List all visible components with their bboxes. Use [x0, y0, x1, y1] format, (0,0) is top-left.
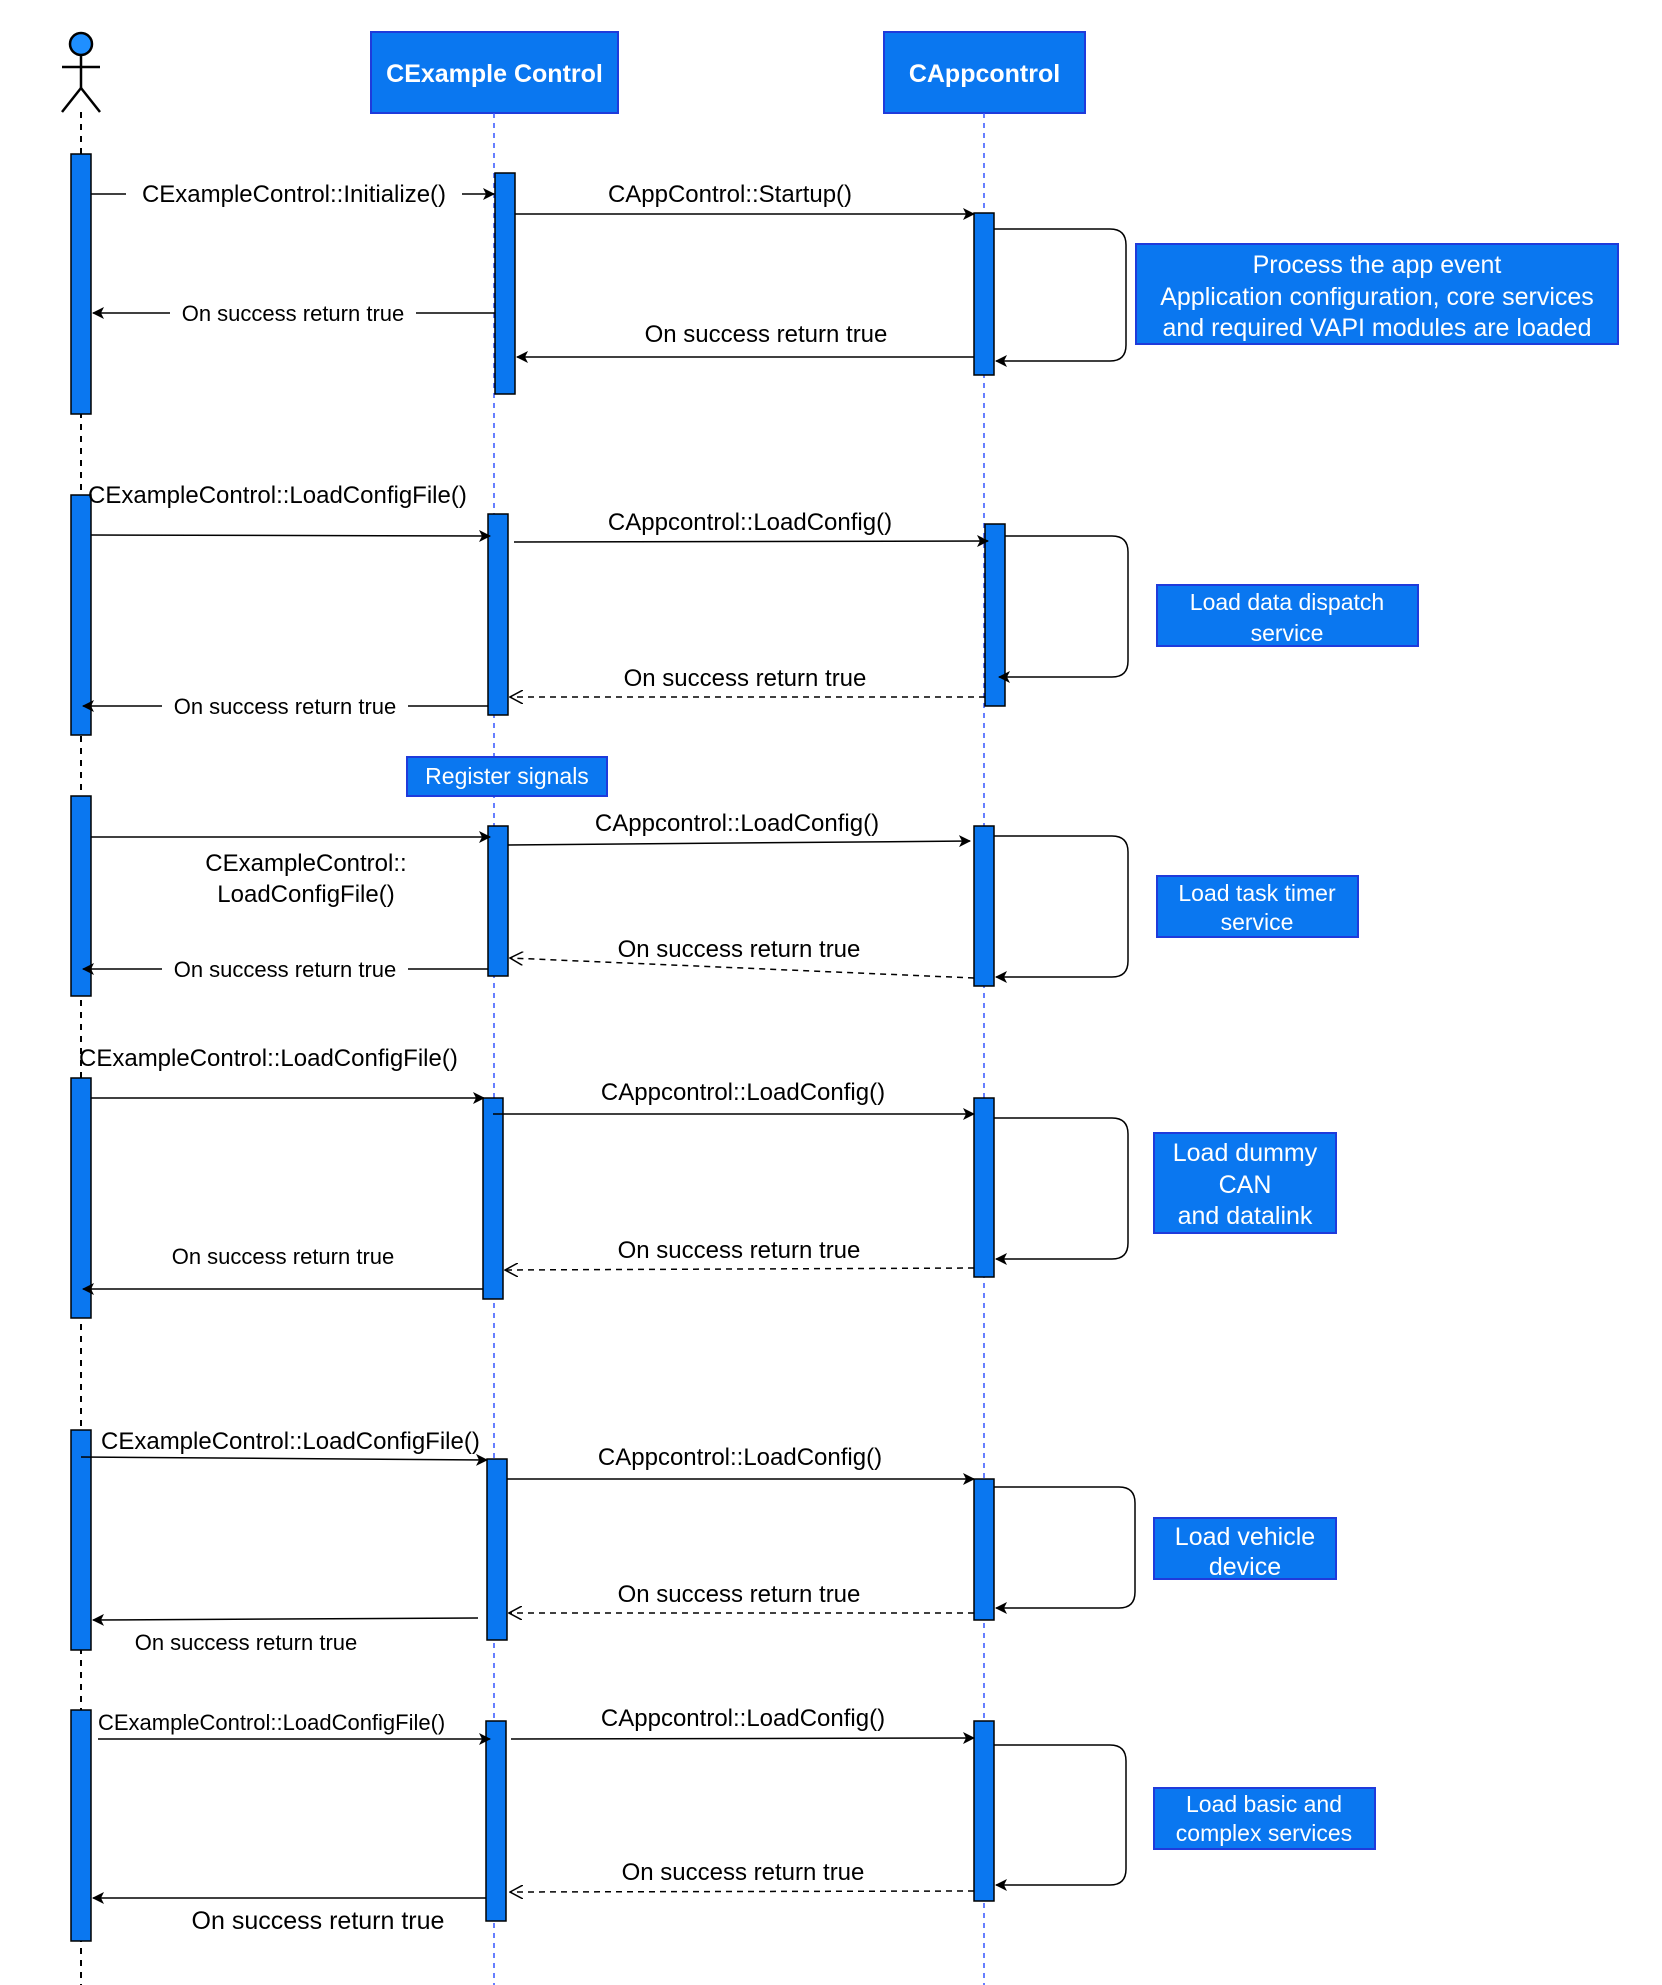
example-activation-3 — [487, 825, 509, 977]
sub-return-label-1: On success return true — [645, 321, 888, 348]
sub-return-label-2: On success return true — [624, 665, 867, 692]
call-label-3-line-2: LoadConfigFile() — [217, 881, 394, 908]
note-2: Load data dispatch service — [1156, 584, 1419, 647]
sub-return-label-5: On success return true — [618, 1581, 861, 1608]
self-loop-2 — [998, 535, 1129, 683]
participant-cexample-control[interactable]: CExample Control — [370, 31, 619, 114]
participant-cappcontrol[interactable]: CAppcontrol — [883, 31, 1086, 114]
actor-icon — [61, 31, 101, 113]
note-2-line-1: Load data dispatch — [1190, 589, 1384, 615]
sub-call-label-3: CAppcontrol::LoadConfig() — [595, 810, 879, 837]
self-loop-1 — [994, 228, 1127, 367]
return-label-6: On success return true — [192, 1907, 445, 1935]
message-block-4: CExampleControl::LoadConfigFile() CAppco… — [79, 1045, 1129, 1295]
note-4-line-3: and datalink — [1178, 1202, 1313, 1230]
message-block-2: CExampleControl::LoadConfigFile() CAppco… — [82, 482, 1129, 719]
app-activation-6 — [973, 1720, 995, 1902]
return-arrow-5 — [92, 1613, 479, 1626]
register-signals-note: Register signals — [406, 756, 608, 797]
sub-return-label-6: On success return true — [622, 1859, 865, 1886]
sub-call-arrow-2 — [513, 535, 989, 548]
example-activation-5 — [486, 1458, 508, 1641]
note-4-line-2: CAN — [1219, 1171, 1272, 1199]
call-label-3: CExampleControl:: — [205, 850, 406, 877]
message-block-6: CExampleControl::LoadConfigFile() CAppco… — [92, 1705, 1127, 1935]
actor-activation-4 — [70, 1077, 92, 1319]
call-label-5: CExampleControl::LoadConfigFile() — [101, 1428, 480, 1455]
return-label-3: On success return true — [174, 957, 397, 982]
note-1-line-2: Application configuration, core services — [1160, 283, 1594, 311]
actor-activation-5 — [70, 1429, 92, 1651]
note-6: Load basic and complex services — [1153, 1787, 1376, 1850]
example-activation-6 — [485, 1720, 507, 1922]
app-activation-3 — [973, 825, 995, 987]
self-loop-6 — [994, 1744, 1127, 1891]
return-label-5: On success return true — [135, 1630, 358, 1655]
note-5-line-1: Load vehicle — [1175, 1523, 1315, 1551]
note-4-line-1: Load dummy — [1173, 1139, 1318, 1167]
sub-return-arrow-3 — [510, 958, 975, 979]
self-loop-5 — [994, 1486, 1136, 1614]
call-arrow-5 — [80, 1453, 488, 1466]
note-3: Load task timer service — [1156, 875, 1359, 938]
example-activation-2 — [487, 513, 509, 716]
message-block-5: CExampleControl::LoadConfigFile() CAppco… — [80, 1428, 1136, 1655]
participant-cappcontrol-label: CAppcontrol — [909, 60, 1060, 88]
self-loop-4 — [994, 1117, 1129, 1265]
self-loop-3 — [994, 835, 1129, 983]
note-4: Load dummy CAN and datalink — [1153, 1132, 1337, 1234]
note-6-line-1: Load basic and — [1186, 1791, 1342, 1817]
note-1-line-1: Process the app event — [1253, 251, 1502, 279]
call-label-1: CExampleControl::Initialize() — [142, 181, 446, 208]
app-activation-4 — [973, 1097, 995, 1278]
sub-call-label-6: CAppcontrol::LoadConfig() — [601, 1705, 885, 1732]
message-block-3: CExampleControl:: LoadConfigFile() CAppc… — [82, 810, 1129, 983]
example-activation-1 — [494, 172, 516, 395]
register-signals-label: Register signals — [425, 763, 589, 789]
sub-call-arrow-6 — [510, 1732, 975, 1745]
sub-return-label-4: On success return true — [618, 1237, 861, 1264]
sub-call-arrow-3 — [507, 835, 971, 848]
activation-bars — [70, 153, 1006, 1942]
note-1: Process the app event Application config… — [1135, 243, 1619, 345]
actor-activation-1 — [70, 153, 92, 415]
participant-cexample-control-label: CExample Control — [386, 60, 603, 88]
note-6-line-2: complex services — [1176, 1820, 1352, 1846]
sub-return-arrow-6 — [510, 1891, 975, 1892]
sub-call-label-2: CAppcontrol::LoadConfig() — [608, 509, 892, 536]
sub-return-label-3: On success return true — [618, 936, 861, 963]
note-5-line-2: device — [1209, 1553, 1281, 1581]
app-activation-2 — [984, 523, 1006, 707]
note-3-line-1: Load task timer — [1178, 880, 1336, 906]
sub-call-label-5: CAppcontrol::LoadConfig() — [598, 1444, 882, 1471]
call-label-4: CExampleControl::LoadConfigFile() — [79, 1045, 458, 1072]
call-label-6: CExampleControl::LoadConfigFile() — [98, 1710, 445, 1735]
call-arrow-2 — [90, 529, 491, 542]
return-label-4: On success return true — [172, 1244, 395, 1269]
return-label-2: On success return true — [174, 694, 397, 719]
sub-call-label-1: CAppControl::Startup() — [608, 181, 852, 208]
example-activation-4 — [482, 1097, 504, 1300]
actor-activation-3 — [70, 795, 92, 997]
note-1-line-3: and required VAPI modules are loaded — [1163, 314, 1592, 342]
app-activation-5 — [973, 1478, 995, 1621]
sub-return-arrow-4 — [505, 1268, 975, 1270]
return-label-1: On success return true — [182, 301, 405, 326]
note-2-line-2: service — [1251, 620, 1324, 646]
app-activation-1 — [973, 212, 995, 376]
note-5: Load vehicle device — [1153, 1517, 1337, 1581]
sub-call-label-4: CAppcontrol::LoadConfig() — [601, 1079, 885, 1106]
actor-activation-2 — [70, 494, 92, 736]
note-3-line-2: service — [1221, 909, 1294, 935]
message-block-1: CExampleControl::Initialize() CAppContro… — [91, 180, 1127, 367]
actor-activation-6 — [70, 1709, 92, 1942]
call-label-2: CExampleControl::LoadConfigFile() — [88, 482, 467, 509]
